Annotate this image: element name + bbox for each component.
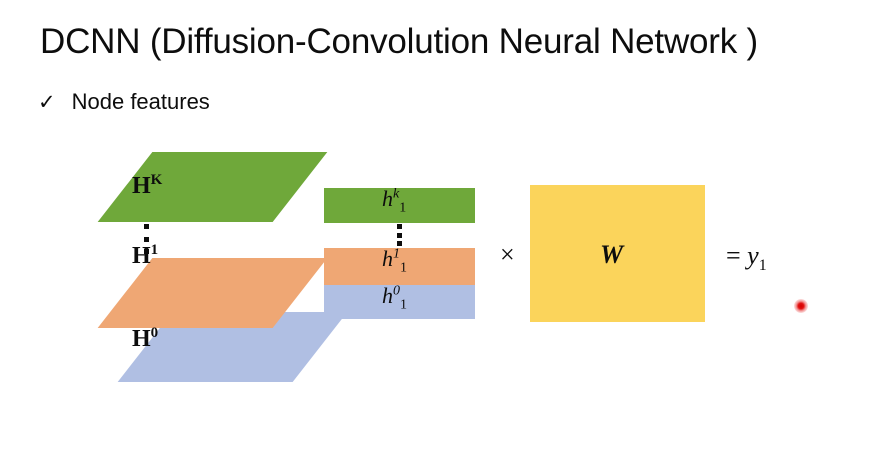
bar-hk1-shape [324,188,475,223]
bar-h01-base: h [382,283,393,308]
bullet-label: Node features [71,89,210,114]
check-mark-icon: ✓ [38,91,56,114]
bar-h11-superscript: 1 [393,246,400,262]
page-title: DCNN (Diffusion-Convolution Neural Netwo… [40,22,759,61]
laser-pointer-dot-icon [794,299,808,313]
plane-h1-base: H [132,243,151,269]
plane-hk-label: HK [132,172,162,200]
result-expression: = y1 [726,241,767,275]
plane-h0-base: H [132,326,151,352]
weight-matrix-shape [530,185,705,322]
weight-matrix-label: W [600,240,624,269]
plane-h1-exponent: 1 [150,242,159,258]
plane-h0-label: H0 [132,325,158,353]
planes-vertical-ellipsis-icon [139,224,153,254]
bars-vertical-ellipsis-icon [392,224,406,246]
bar-hk1-label: hk1 [382,186,406,216]
bar-hk1-subscript: 1 [399,200,407,216]
bar-h01-shape [324,285,475,319]
plane-hk-exponent: K [150,172,163,188]
plane-h1-label: H1 [132,242,158,270]
multiply-operator: × [500,240,515,269]
bar-h11-base: h [382,246,393,271]
plane-h0-exponent: 0 [150,325,159,341]
bar-hk1-superscript: k [393,186,400,202]
bar-hk1-base: h [382,186,393,211]
equals-operator: = [726,241,741,270]
plane-hk-base: H [132,173,151,199]
result-variable: y [747,241,759,270]
bar-h11-label: h11 [382,246,407,276]
bar-h11-subscript: 1 [400,260,407,276]
bar-h01-label: h01 [382,283,407,313]
bar-h01-subscript: 1 [400,297,407,313]
bullet-node-features: ✓ Node features [38,89,210,115]
result-subscript: 1 [758,257,767,275]
bar-h11-shape [324,248,475,285]
bar-h01-superscript: 0 [393,283,400,299]
